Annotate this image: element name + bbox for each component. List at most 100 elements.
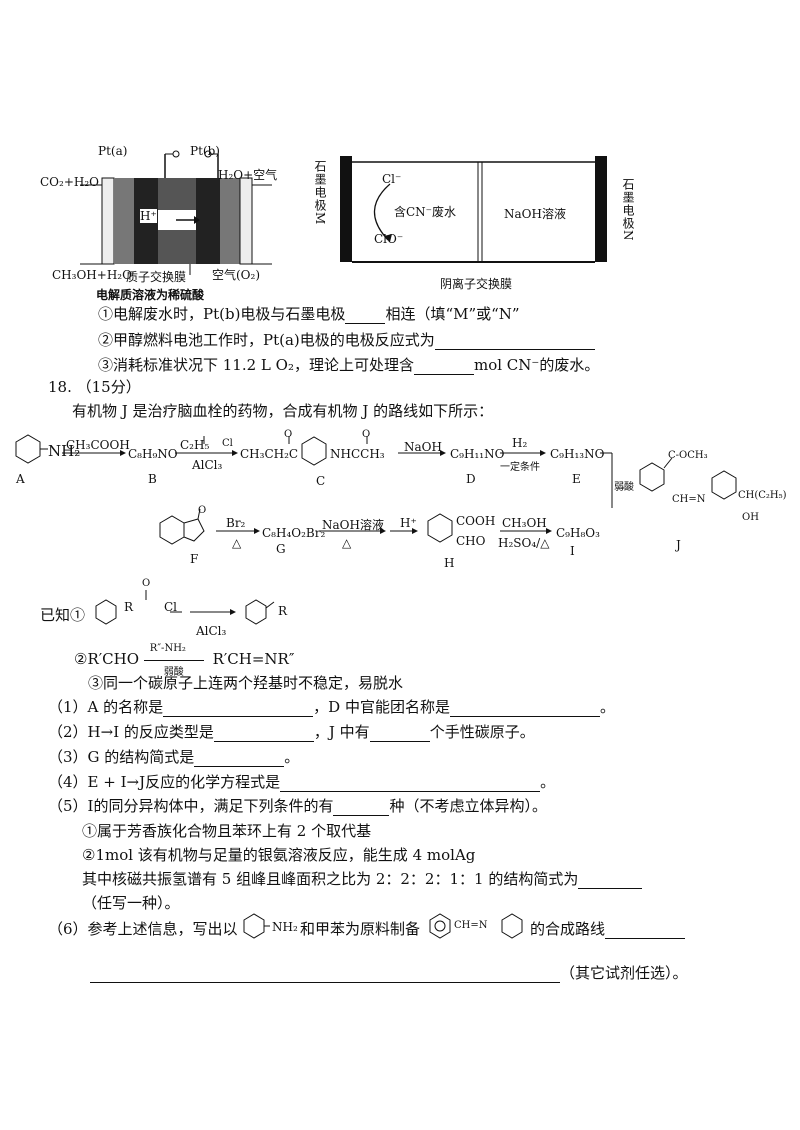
reagent-alcl3: AlCl₃ (192, 458, 223, 472)
part6-lead: （6）参考上述信息，写出以 (48, 920, 238, 938)
answer-blank[interactable] (280, 777, 541, 792)
right-electrode-label: 石墨电极N (621, 178, 635, 242)
reagent-naoh-solution: NaOH溶液 (322, 518, 384, 532)
answer-blank[interactable] (369, 727, 430, 742)
known3: ③同一个碳原子上连两个羟基时不稳定，易脱水 (88, 674, 404, 692)
H-cooh: COOH (456, 514, 496, 528)
answer-blank[interactable] (434, 335, 595, 350)
answer-blank[interactable] (578, 874, 643, 889)
answer-blank[interactable] (345, 309, 386, 324)
q17-part2: ②甲醇燃料电池工作时，Pt(a)电极的电极反应式为 (98, 329, 595, 350)
anion-membrane-label: 阴离子交换膜 (440, 277, 513, 291)
F-oxygen: O (198, 505, 207, 516)
left-solution-label: 含CN⁻废水 (394, 205, 457, 219)
E-formula: C₉H₁₃NO (550, 447, 605, 461)
cell-left-bottom: CH₃OH+H₂O (52, 268, 132, 282)
cell-left-input: CO₂+H₂O (40, 175, 99, 189)
answer-blank[interactable] (194, 752, 285, 767)
label-A: A (16, 472, 25, 486)
part6-line2: （其它试剂任选）。 (90, 962, 688, 983)
reagent-condition: 一定条件 (500, 462, 540, 473)
reagent-br2: Br₂ (226, 516, 246, 530)
cl-ion-label: Cl⁻ (382, 172, 402, 186)
known1-structures (95, 590, 275, 625)
reagent-h-plus: H⁺ (400, 516, 417, 530)
part6-structures (243, 913, 523, 939)
reagent-acyl-chloride: C₂H₅ (180, 438, 210, 452)
answer-blank[interactable] (90, 968, 560, 983)
label-C: C (316, 474, 326, 488)
part3: （3）G 的结构简式是。 (48, 748, 300, 767)
part5: （5）I的同分异构体中，满足下列条件的有种（不考虑立体异构）。 (48, 797, 547, 816)
answer-blank[interactable] (333, 801, 390, 816)
part5-end: （任写一种）。 (82, 894, 180, 912)
known-cl: Cl (164, 600, 178, 614)
answer-blank[interactable] (605, 924, 686, 939)
part5-cond1: ①属于芳香族化合物且苯环上有 2 个取代基 (82, 822, 372, 840)
known-product-r: R (278, 604, 288, 618)
J-side-chain: CH(C₂H₅) (738, 490, 787, 501)
G-formula: C₈H₄O₂Br₂ (262, 526, 326, 540)
part5-nmr: 其中核磁共振氢谱有 5 组峰且峰面积之比为 2：2：2：1：1 的结构简式为 (82, 868, 643, 889)
electrolyte-label: 电解质溶液为稀硫酸 (96, 288, 205, 302)
known2-arrow: R″-NH₂ 弱酸 (143, 643, 208, 678)
cell-right-output: H₂O+空气 (218, 168, 278, 182)
reagent-heat1: △ (232, 536, 242, 550)
C-left: CH₃CH₂C (240, 447, 299, 461)
C-right: NHCCH₃ (330, 447, 385, 461)
label-J: J (676, 538, 681, 552)
label-H: H (444, 556, 455, 570)
q17-part1: ①电解废水时，Pt(b)电极与石墨电极相连（填“M”或“N” (98, 305, 520, 324)
part4: （4）E + I→J反应的化学方程式是。 (48, 773, 556, 792)
known-r: R (124, 600, 134, 614)
answer-blank[interactable] (163, 702, 314, 717)
right-solution-label: NaOH溶液 (504, 207, 566, 221)
C-oxygen2: O (362, 429, 371, 440)
J-imine: CH=N (672, 494, 706, 505)
reagent-h2: H₂ (512, 436, 528, 450)
answer-blank[interactable] (449, 702, 600, 717)
known-label: 已知① (40, 606, 86, 624)
A-nh2: NH₂ (48, 442, 81, 460)
label-I: I (570, 544, 575, 558)
part6-tail: 的合成路线 (530, 918, 686, 939)
J-hydroxyl: OH (742, 512, 759, 523)
route2-structures (159, 508, 552, 545)
I-formula: C₉H₈O₃ (556, 526, 600, 540)
membrane-label: 质子交换膜 (126, 270, 187, 284)
J-ester: C-OCH₃ (668, 450, 708, 461)
part6-mid: 和甲苯为原料制备 (300, 920, 421, 938)
clo-ion-label: ClO⁻ (374, 232, 404, 246)
part2: （2）H→I 的反应类型是，J 中有个手性碳原子。 (48, 723, 535, 742)
answer-blank[interactable] (213, 727, 314, 742)
known-oxygen: O (142, 578, 151, 589)
label-E: E (572, 472, 581, 486)
C-oxygen1: O (284, 429, 293, 440)
reagent-acetic-acid: CH₃COOH (66, 438, 130, 452)
part6-nh2: NH₂ (272, 920, 298, 934)
weak-acid-label: 弱酸 (614, 482, 634, 493)
proton-label: H⁺ (140, 209, 157, 223)
part5-cond2: ②1mol 该有机物与足量的银氨溶液反应，能生成 4 molAg (82, 846, 476, 864)
route1-structures (15, 434, 737, 508)
pt-a-label: Pt(a) (98, 144, 128, 158)
part1: （1）A 的名称是，D 中官能团名称是。 (48, 698, 615, 717)
part6-imine: CH=N (454, 920, 488, 931)
acyl-cl: Cl (222, 438, 233, 449)
known2: ②R′CHO R″-NH₂ 弱酸 R′CH=NR″ (74, 643, 295, 678)
q18-intro: 有机物 J 是治疗脑血栓的药物，合成有机物 J 的路线如下所示： (72, 402, 494, 420)
label-D: D (466, 472, 476, 486)
label-G: G (276, 542, 286, 556)
electrolysis-diagram (340, 156, 607, 263)
answer-blank[interactable] (413, 360, 474, 375)
air-label: 空气(O₂) (212, 268, 261, 282)
q18-header: 18. （15分） (48, 378, 141, 396)
B-formula: C₈H₉NO (128, 447, 178, 461)
known-alcl3: AlCl₃ (196, 624, 227, 638)
reagent-heat2: △ (342, 536, 352, 550)
pt-b-label: Pt(b) (190, 144, 220, 158)
H-cho: CHO (456, 534, 486, 548)
label-B: B (148, 472, 157, 486)
reagent-sulfuric: H₂SO₄/△ (498, 536, 550, 550)
